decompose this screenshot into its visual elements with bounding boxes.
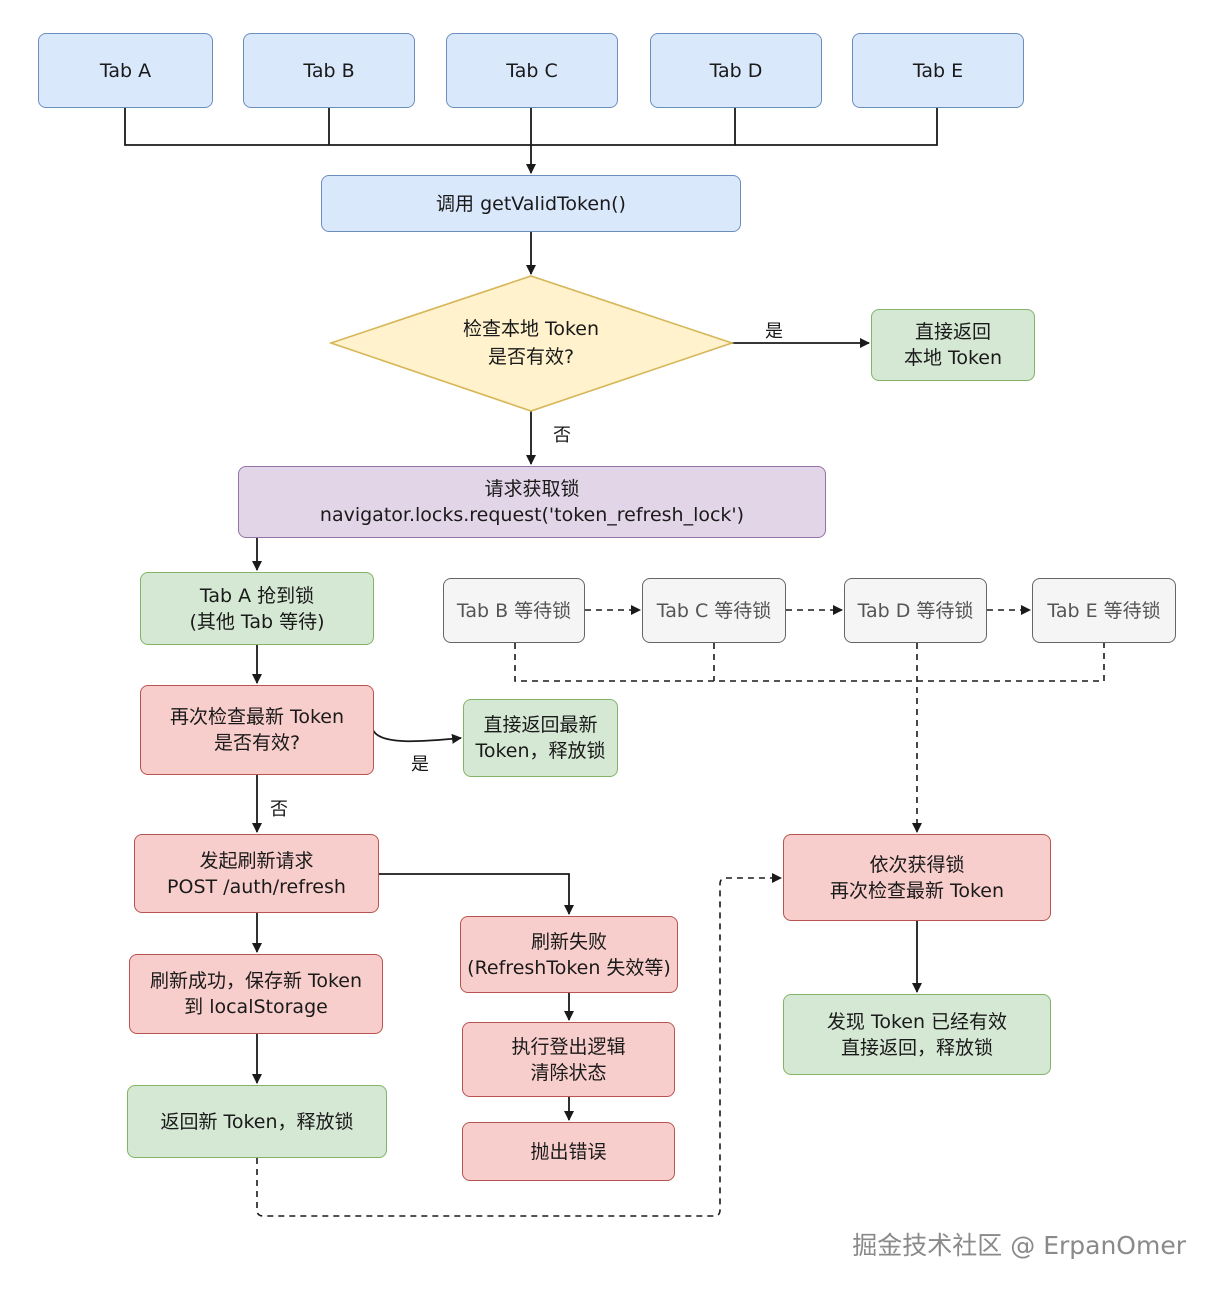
no-label-2: 否 [270,799,288,820]
refresh-request-node: 发起刷新请求 POST /auth/refresh [134,834,379,913]
tab-d-node: Tab D [650,33,822,108]
recheck-line-2: 是否有效? [213,732,301,754]
tab-e-label: Tab E [912,59,964,82]
edge-tab-d [531,108,736,146]
found-valid-line-2: 直接返回，释放锁 [840,1036,993,1059]
tab-a-lock-line-2: (其他 Tab 等待) [189,610,325,633]
refresh-fail-node: 刷新失败 (RefreshToken 失效等) [460,916,678,993]
return-new-token-node: 返回新 Token，释放锁 [127,1085,387,1158]
tab-b-waiting-node: Tab B 等待锁 [443,578,585,643]
wait-d-label: Tab D 等待锁 [857,599,974,622]
check-local-token-decision: 检查本地 Token 是否有效? [431,313,631,373]
tab-b-node: Tab B [243,33,415,108]
refresh-ok-line-1: 刷新成功，保存新 Token [149,970,363,992]
in-turn-line-1: 依次获得锁 [869,853,965,876]
found-valid-line-1: 发现 Token 已经有效 [826,1010,1008,1033]
throw-error-node: 抛出错误 [462,1122,675,1181]
tab-a-node: Tab A [38,33,213,108]
edge-tab-e [735,108,938,146]
edge-recheck-yes [372,729,462,744]
refresh-req-line-1: 发起刷新请求 [199,849,314,872]
return-local-line-1: 直接返回 [914,321,991,343]
in-turn-line-2: 再次检查最新 Token [829,879,1005,902]
return-latest-line-2: Token，释放锁 [475,740,606,762]
refresh-fail-line-2: (RefreshToken 失效等) [467,956,671,979]
recheck-line-1: 再次检查最新 Token [169,706,345,728]
found-valid-token-node: 发现 Token 已经有效 直接返回，释放锁 [783,994,1051,1075]
no-label-1: 否 [553,425,571,446]
yes-label-2: 是 [411,754,429,775]
yes-label-1: 是 [765,321,783,342]
tab-a-label: Tab A [99,59,152,82]
refresh-req-line-2: POST /auth/refresh [167,875,346,898]
acquire-lock-in-turn-node: 依次获得锁 再次检查最新 Token [783,834,1051,921]
tab-d-label: Tab D [709,59,763,82]
return-new-label: 返回新 Token，释放锁 [160,1110,354,1133]
tab-e-waiting-node: Tab E 等待锁 [1032,578,1176,643]
wait-b-label: Tab B 等待锁 [456,599,572,622]
tab-a-gets-lock-node: Tab A 抢到锁 (其他 Tab 等待) [140,572,374,645]
tab-c-waiting-node: Tab C 等待锁 [642,578,786,643]
return-latest-line-1: 直接返回最新 [483,714,598,736]
throw-label: 抛出错误 [530,1140,607,1163]
watermark: 掘金技术社区 @ ErpanOmer [852,1231,1186,1260]
tab-e-node: Tab E [852,33,1024,108]
tab-b-label: Tab B [303,59,355,82]
return-latest-token-node: 直接返回最新 Token，释放锁 [463,699,618,777]
logout-line-2: 清除状态 [530,1061,607,1084]
tab-a-lock-line-1: Tab A 抢到锁 [199,584,315,607]
wait-c-label: Tab C 等待锁 [656,599,772,622]
return-local-token-node: 直接返回 本地 Token [871,309,1035,381]
logout-line-1: 执行登出逻辑 [511,1035,626,1058]
call-label: 调用 getValidToken() [436,192,626,215]
wait-e-label: Tab E 等待锁 [1047,599,1161,622]
edge-wait-b-merge [514,643,1105,682]
tab-d-waiting-node: Tab D 等待锁 [844,578,987,643]
lock-line-1: 请求获取锁 [484,478,580,500]
recheck-latest-token-node: 再次检查最新 Token 是否有效? [140,685,374,775]
edge-tab-a [124,108,531,146]
tab-c-node: Tab C [446,33,618,108]
return-local-line-2: 本地 Token [903,347,1003,369]
call-get-valid-token-node: 调用 getValidToken() [321,175,741,232]
refresh-success-node: 刷新成功，保存新 Token 到 localStorage [129,954,383,1034]
request-lock-node: 请求获取锁 navigator.locks.request('token_ref… [238,466,826,538]
check-line-2: 是否有效? [487,346,575,368]
refresh-ok-line-2: 到 localStorage [184,996,328,1018]
lock-line-2: navigator.locks.request('token_refresh_l… [319,504,745,526]
check-line-1: 检查本地 Token [462,318,600,340]
tab-c-label: Tab C [506,59,558,82]
refresh-fail-line-1: 刷新失败 [530,930,607,953]
logout-node: 执行登出逻辑 清除状态 [462,1022,675,1097]
edge-request-to-fail [378,873,574,915]
edge-return-to-inturn [256,873,782,1217]
decision-diamond-shape [328,275,735,412]
